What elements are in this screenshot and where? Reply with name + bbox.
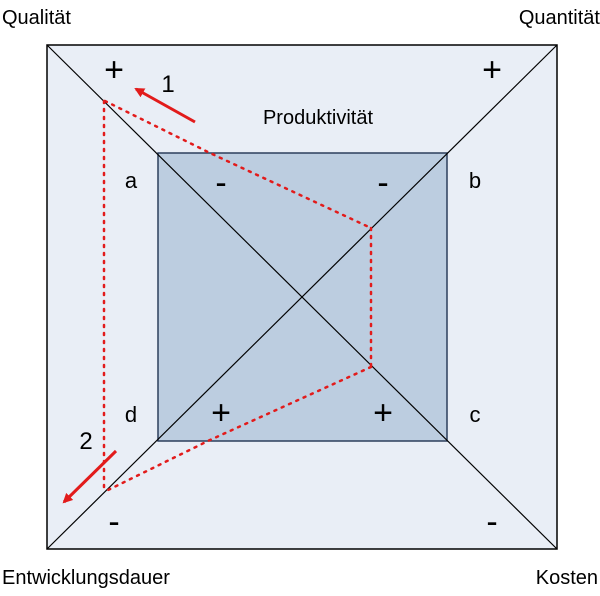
inner-sign-bottom-left: +	[211, 394, 231, 432]
diagonal-top-right-to-bottom-left	[46, 44, 558, 550]
inner-sign-top-right: -	[377, 164, 388, 202]
corner-label-quantity: Quantität	[519, 7, 600, 29]
arrow-label-1: 1	[161, 71, 174, 98]
vertex-label-a: a	[125, 168, 138, 193]
dotted-path-lower	[102, 365, 373, 494]
vertex-label-d: d	[125, 402, 137, 427]
arrow-label-2: 2	[79, 428, 92, 455]
vertex-label-b: b	[469, 168, 481, 193]
arrow-2	[62, 449, 118, 504]
inner-sign-top-left: -	[215, 164, 226, 202]
outer-sign-top-left: +	[104, 51, 124, 89]
center-label-productivity: Produktivität	[263, 107, 373, 129]
outer-sign-top-right: +	[482, 51, 502, 89]
inner-sign-bottom-right: +	[373, 394, 393, 432]
outer-sign-bottom-right: -	[486, 503, 497, 541]
corner-label-costs: Kosten	[536, 567, 598, 589]
outer-sign-bottom-left: -	[108, 503, 119, 541]
vertex-label-c: c	[470, 402, 481, 427]
dotted-path-upper	[103, 99, 373, 230]
corner-label-development-time: Entwicklungsdauer	[2, 567, 170, 589]
arrow-1	[134, 87, 196, 124]
corner-label-quality: Qualität	[2, 7, 71, 29]
